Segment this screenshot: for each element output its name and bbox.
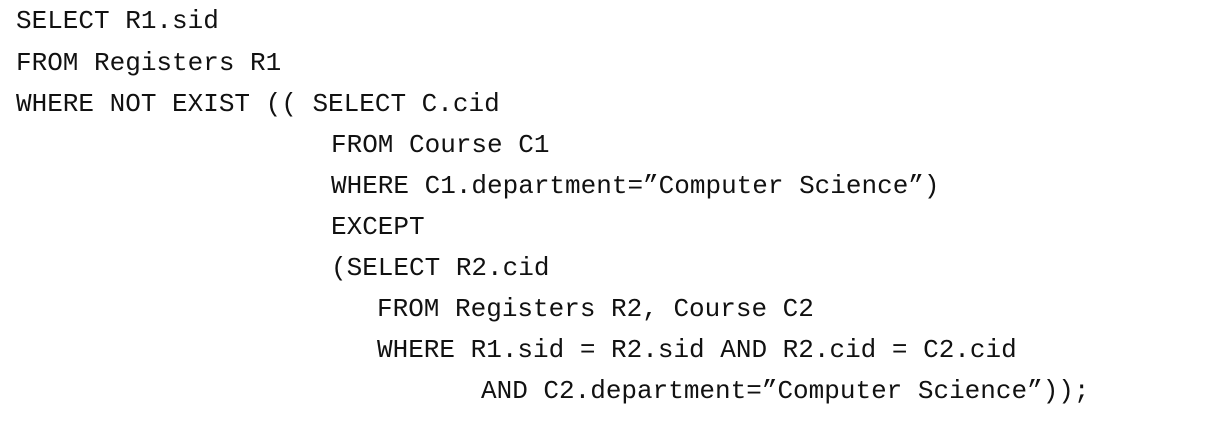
code-line-5: WHERE C1.department=”Computer Science”) <box>331 171 940 201</box>
code-line-4: FROM Course C1 <box>331 130 550 160</box>
code-line-7: (SELECT R2.cid <box>331 253 550 283</box>
code-line-6: EXCEPT <box>331 212 425 242</box>
code-line-10: AND C2.department=”Computer Science”)); <box>481 376 1090 406</box>
code-line-8: FROM Registers R2, Course C2 <box>377 294 814 324</box>
code-line-9: WHERE R1.sid = R2.sid AND R2.cid = C2.ci… <box>377 335 1017 365</box>
code-line-1: SELECT R1.sid <box>16 6 219 36</box>
code-line-3: WHERE NOT EXIST (( SELECT C.cid <box>16 89 500 119</box>
code-line-2: FROM Registers R1 <box>16 48 282 78</box>
